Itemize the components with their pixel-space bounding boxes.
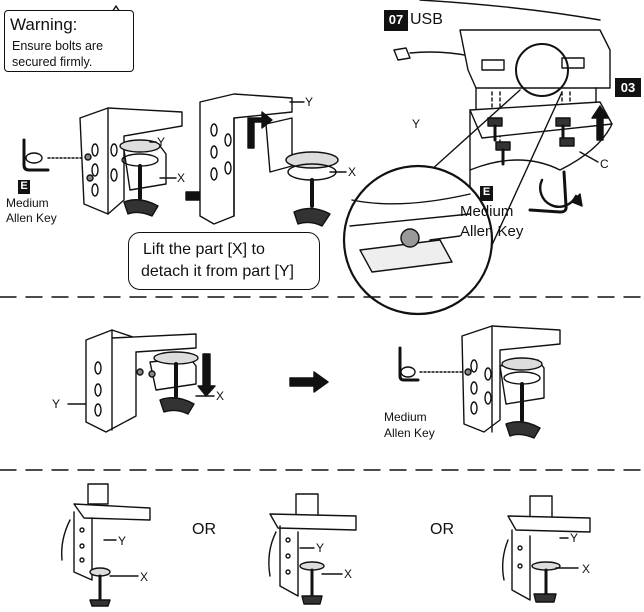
arrow-down-icon [197, 353, 216, 397]
allen-key-icon [22, 138, 50, 172]
part-label-y: Y [570, 531, 579, 545]
clamp-separating [85, 329, 216, 433]
tool-name-line2: Allen Key [6, 211, 57, 225]
tool-name-line1: Medium [384, 410, 427, 424]
part-label-y: Y [305, 95, 314, 109]
clamp-assembled [79, 107, 183, 217]
tool-name-line1: Medium [460, 203, 514, 220]
part-label-x: X [177, 171, 186, 185]
option-3-mount [501, 495, 591, 603]
part-label-x: X [140, 570, 149, 584]
bolt-icons [487, 117, 575, 166]
warning-text-line1: Ensure bolts are [12, 39, 104, 53]
arrow-up-icon [591, 105, 609, 141]
step-badge-usb: 07 [384, 10, 408, 31]
tool-name-line2: Allen Key [384, 426, 435, 440]
tool-badge: E [480, 186, 493, 201]
part-label-y: Y [316, 541, 325, 555]
part-label-y: Y [157, 135, 166, 149]
warning-box [4, 10, 134, 72]
option-separator-or: OR [192, 521, 216, 538]
callout-line2: detach it from part [Y] [141, 263, 294, 280]
option-separator-or: OR [430, 521, 454, 538]
part-label-y: Y [412, 117, 421, 131]
allen-key-icon [528, 170, 583, 214]
magnifier-detail [342, 89, 563, 316]
warning-title: Warning: [10, 15, 78, 34]
clamp-reassembled [461, 325, 561, 439]
option-1-mount [60, 483, 151, 607]
part-label-c: C [600, 157, 609, 171]
tool-name-line2: Allen Key [460, 223, 524, 240]
tool-badge: E [18, 180, 30, 194]
tool-name-line1: Medium [6, 196, 49, 210]
allen-key-icon [398, 346, 420, 382]
part-label-x: X [582, 562, 591, 576]
part-label-x: X [348, 165, 357, 179]
monitor-base [419, 0, 611, 111]
option-2-mount [268, 493, 357, 605]
clamp-exploded [199, 93, 339, 227]
part-label-y: Y [118, 534, 127, 548]
part-label-x: X [344, 567, 353, 581]
instruction-callout [128, 232, 320, 290]
part-label-x: X [216, 389, 225, 403]
warning-text-line2: secured firmly. [12, 55, 93, 69]
part-label-y: Y [52, 397, 61, 411]
step-badge-clamp: 03 [615, 78, 641, 97]
usb-cable-icon [393, 47, 471, 61]
usb-label: USB [410, 11, 443, 28]
callout-line1: Lift the part [X] to [143, 241, 265, 258]
